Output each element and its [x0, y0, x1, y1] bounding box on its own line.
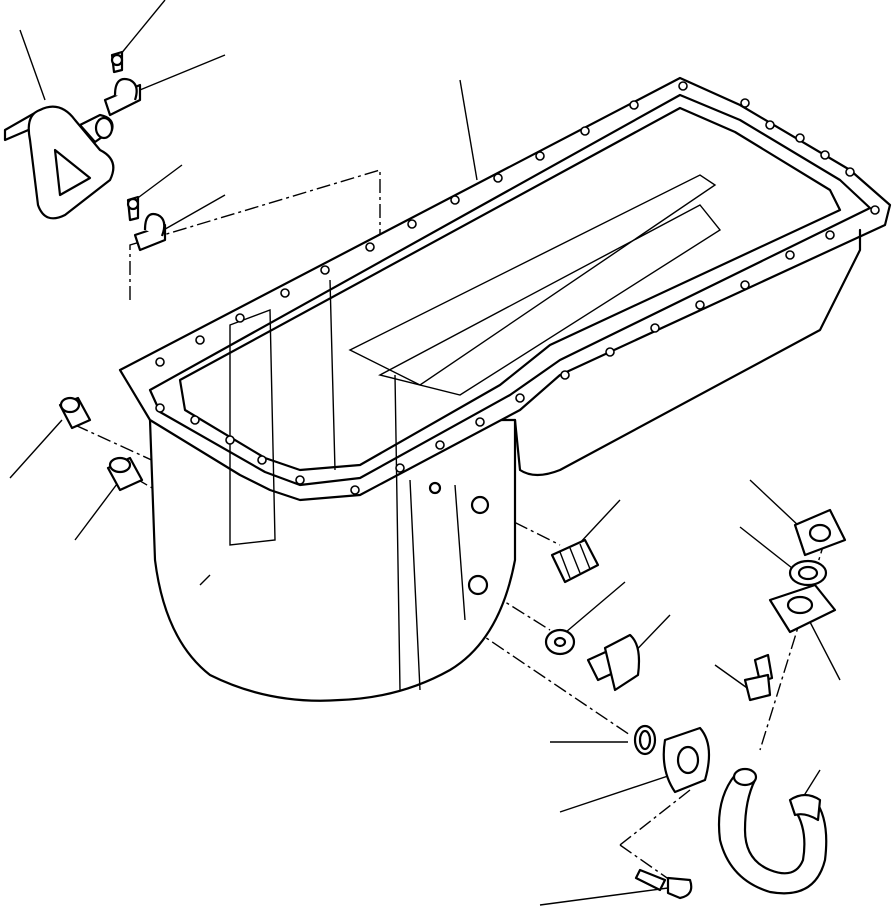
leader-lines	[9, 0, 841, 906]
suction-flange	[768, 583, 837, 634]
plug-side	[550, 538, 600, 584]
flange-bolt	[634, 868, 693, 900]
drain-port	[467, 574, 489, 596]
gasket	[793, 508, 847, 557]
small-port	[428, 481, 442, 495]
bolt-right	[743, 653, 774, 702]
seal-ring	[788, 559, 828, 587]
clamp-lower	[126, 195, 167, 252]
side-port	[470, 495, 490, 515]
drain-plug	[586, 633, 641, 692]
suction-tube	[717, 767, 828, 895]
washer	[544, 628, 576, 656]
flange	[662, 726, 711, 794]
plug-upper	[58, 396, 92, 430]
o-ring	[633, 724, 657, 756]
plug-lower	[106, 456, 144, 492]
breather-tube	[3, 105, 115, 220]
oil-pan	[118, 76, 892, 702]
flange-bolt-holes	[155, 81, 880, 495]
clamp-upper	[103, 50, 142, 117]
